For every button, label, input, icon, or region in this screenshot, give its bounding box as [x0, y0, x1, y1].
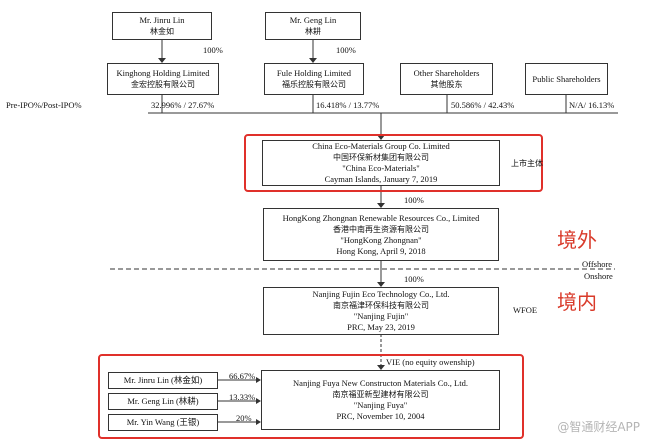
arrow-fule: [309, 58, 317, 63]
shareholder-geng-box: Mr. Geng Lin 林耕: [265, 12, 361, 40]
other-shareholders-en: Other Shareholders: [413, 68, 480, 78]
vie-label: VIE (no equity owenship): [386, 357, 475, 367]
stake-fule: 16.418% / 13.77%: [316, 100, 380, 110]
listco-cn: 中国环保新材集团有限公司: [333, 153, 429, 162]
arrow-yin-fuya: [256, 419, 261, 425]
shareholder-jinru-box: Mr. Jinru Lin 林金如: [112, 12, 212, 40]
arrow-listco: [377, 135, 385, 140]
vie-holder-yin-box: Mr. Yin Wang (王银): [108, 414, 218, 431]
watermark: @智通财经APP: [557, 420, 640, 434]
stake-header: Pre-IPO%/Post-IPO%: [6, 100, 82, 110]
listco-tag: 上市主体: [511, 159, 543, 168]
listco-place: Cayman Islands, January 7, 2019: [324, 174, 438, 184]
wfoe-box: Nanjing Fujin Eco Technology Co., Ltd. 南…: [263, 287, 499, 335]
stake-other: 50.586% / 42.43%: [451, 100, 515, 110]
listco-highlight-frame: [244, 134, 543, 192]
stake-public: N/A/ 16.13%: [569, 100, 615, 110]
vie-holder-geng-box: Mr. Geng Lin (林耕): [108, 393, 218, 410]
kinghong-ownership: 100%: [203, 45, 223, 55]
arrow-hk: [377, 203, 385, 208]
kinghong-cn: 金宏控股有限公司: [131, 80, 195, 89]
boundary-offshore-label: Offshore: [582, 259, 613, 269]
shareholder-jinru-cn: 林金如: [150, 27, 174, 36]
vie-cn: 南京福亚新型建材有限公司: [332, 390, 429, 399]
arrow-fuya: [377, 365, 385, 370]
vie-holder-jinru-name: Mr. Jinru Lin (林金如): [123, 375, 203, 385]
hk-short: "HongKong Zhongnan": [340, 234, 422, 245]
hk-ownership: 100%: [404, 195, 424, 205]
vie-holder-yin-name: Mr. Yin Wang (王银): [126, 417, 200, 427]
wfoe-tag: WFOE: [513, 305, 538, 315]
arrow-wfoe: [377, 282, 385, 287]
listco-box: China Eco-Materials Group Co. Limited 中国…: [262, 140, 500, 186]
vie-holder-geng-pct: 13.33%: [229, 392, 256, 402]
listco-short: "China Eco-Materials": [342, 163, 420, 173]
vie-holder-yin-pct: 20%: [236, 413, 252, 423]
arrow-kinghong: [158, 58, 166, 63]
arrow-geng-fuya: [256, 398, 261, 404]
other-shareholders-box: Other Shareholders 其他股东: [400, 63, 493, 95]
listco-en: China Eco-Materials Group Co. Limited: [312, 141, 450, 151]
shareholder-geng-en: Mr. Geng Lin: [289, 15, 337, 25]
fule-en: Fule Holding Limited: [276, 68, 352, 78]
shareholder-geng-cn: 林耕: [305, 27, 321, 36]
fule-box: Fule Holding Limited 福乐控股有限公司: [264, 63, 364, 95]
hk-place: Hong Kong, April 9, 2018: [336, 245, 426, 256]
wfoe-cn: 南京福津环保科技有限公司: [333, 301, 429, 310]
wfoe-place: PRC, May 23, 2019: [347, 322, 415, 332]
fule-ownership: 100%: [336, 45, 356, 55]
vie-highlight-frame: [98, 354, 524, 439]
vie-short: "Nanjing Fuya": [353, 400, 408, 410]
fule-cn: 福乐控股有限公司: [282, 80, 346, 89]
vie-fuya-box: Nanjing Fuya New Constructon Materials C…: [261, 370, 500, 430]
vie-holder-jinru-box: Mr. Jinru Lin (林金如): [108, 372, 218, 389]
stake-kinghong: 32.996% / 27.67%: [151, 100, 215, 110]
hk-zhongnan-box: HongKong Zhongnan Renewable Resources Co…: [263, 208, 499, 261]
hk-cn: 香港中南再生资源有限公司: [333, 224, 429, 234]
public-shareholders-en: Public Shareholders: [532, 73, 601, 84]
shareholder-jinru-en: Mr. Jinru Lin: [139, 15, 185, 25]
public-shareholders-box: Public Shareholders: [525, 63, 608, 95]
offshore-big-label: 境外: [557, 228, 597, 252]
vie-place: PRC, November 10, 2004: [336, 411, 425, 421]
kinghong-box: Kinghong Holding Limited 金宏控股有限公司: [107, 63, 219, 95]
hk-en: HongKong Zhongnan Renewable Resources Co…: [282, 212, 480, 223]
onshore-big-label: 境内: [557, 290, 597, 314]
wfoe-en: Nanjing Fujin Eco Technology Co., Ltd.: [312, 289, 450, 299]
boundary-onshore-label: Onshore: [584, 271, 613, 281]
other-shareholders-cn: 其他股东: [430, 80, 463, 89]
vie-en: Nanjing Fuya New Constructon Materials C…: [293, 378, 468, 388]
wfoe-short: "Nanjing Fujin": [353, 311, 409, 321]
wfoe-ownership: 100%: [404, 274, 424, 284]
vie-holder-jinru-pct: 66.67%: [229, 371, 256, 381]
kinghong-en: Kinghong Holding Limited: [116, 68, 210, 78]
vie-holder-geng-name: Mr. Geng Lin (林耕): [127, 396, 199, 406]
arrow-jinru-fuya: [256, 377, 261, 383]
